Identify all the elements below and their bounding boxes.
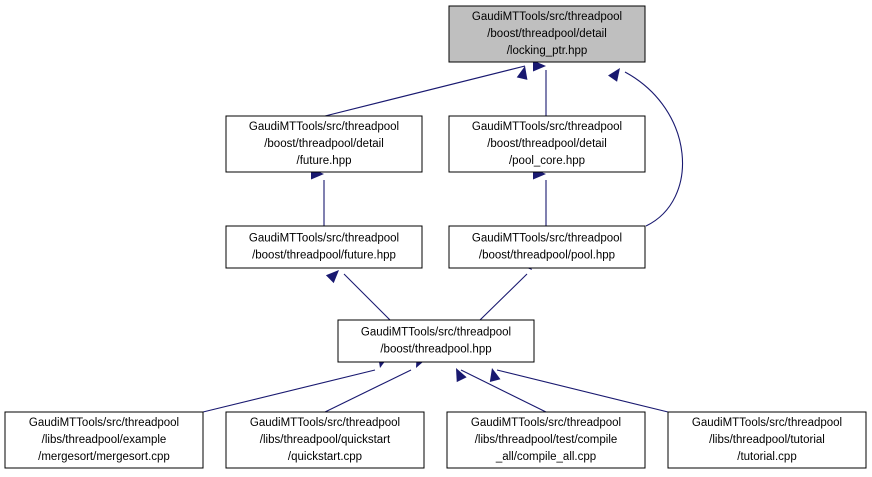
node-label-line: /boost/threadpool/detail [487, 138, 607, 150]
dependency-edge [533, 60, 547, 116]
graph-node-tutorial[interactable]: GaudiMTTools/src/threadpool/libs/threadp… [667, 411, 867, 469]
node-label-line: /boost/threadpool/future.hpp [252, 250, 396, 262]
node-label-line: /boost/threadpool/detail [487, 28, 607, 40]
graph-node-mergesort[interactable]: GaudiMTTools/src/threadpool/libs/threadp… [4, 411, 204, 469]
node-box[interactable] [225, 225, 423, 269]
dependency-edge [202, 354, 389, 413]
node-label-line: /libs/threadpool/quickstart [260, 434, 391, 446]
dependency-edge [533, 168, 547, 226]
arrow-head-icon [533, 60, 546, 72]
arrow-head-icon [489, 368, 501, 382]
node-label-line: /tutorial.cpp [737, 451, 796, 463]
node-label-line: GaudiMTTools/src/threadpool [472, 233, 622, 245]
node-label-line: /libs/threadpool/test/compile [475, 434, 618, 446]
arrow-head-icon [456, 368, 467, 383]
graph-node-quickstart[interactable]: GaudiMTTools/src/threadpool/libs/threadp… [225, 411, 425, 469]
arrow-head-icon [325, 270, 339, 284]
node-label-line: /boost/threadpool.hpp [380, 344, 491, 356]
node-label-line: GaudiMTTools/src/threadpool [249, 233, 399, 245]
graph-node-pool[interactable]: GaudiMTTools/src/threadpool/boost/thread… [448, 225, 646, 269]
node-label-line: /libs/threadpool/tutorial [709, 434, 825, 446]
node-label-line: /pool_core.hpp [509, 155, 585, 167]
node-label-line: /locking_ptr.hpp [507, 45, 588, 57]
node-box[interactable] [446, 411, 646, 469]
node-label-line: GaudiMTTools/src/threadpool [472, 11, 622, 23]
node-label-line: GaudiMTTools/src/threadpool [29, 417, 179, 429]
dependency-edge [608, 68, 684, 227]
node-label-line: GaudiMTTools/src/threadpool [472, 121, 622, 133]
node-box[interactable] [448, 115, 646, 173]
node-box[interactable] [4, 411, 204, 469]
node-label-line: _all/compile_all.cpp [495, 451, 596, 463]
node-label-line: GaudiMTTools/src/threadpool [471, 417, 621, 429]
dependency-edge [456, 368, 547, 413]
node-label-line: GaudiMTTools/src/threadpool [249, 121, 399, 133]
graph-node-future[interactable]: GaudiMTTools/src/threadpool/boost/thread… [225, 225, 423, 269]
arrow-head-icon [516, 66, 528, 80]
node-label-line: /boost/threadpool/pool.hpp [479, 250, 615, 262]
node-label-line: GaudiMTTools/src/threadpool [361, 327, 511, 339]
graph-node-pool_core[interactable]: GaudiMTTools/src/threadpool/boost/thread… [448, 115, 646, 173]
node-box[interactable] [225, 115, 423, 173]
node-label-line: /libs/threadpool/example [42, 434, 167, 446]
node-label-line: /future.hpp [297, 155, 352, 167]
arrow-head-icon [608, 68, 620, 82]
node-box[interactable] [448, 225, 646, 269]
graph-node-compile_all[interactable]: GaudiMTTools/src/threadpool/libs/threadp… [446, 411, 646, 469]
node-label-line: GaudiMTTools/src/threadpool [250, 417, 400, 429]
node-box[interactable] [225, 411, 425, 469]
node-label-line: /mergesort/mergesort.cpp [38, 451, 170, 463]
node-label-line: GaudiMTTools/src/threadpool [692, 417, 842, 429]
dependency-edge [324, 353, 427, 413]
node-box[interactable] [667, 411, 867, 469]
dependency-edge [489, 368, 669, 413]
nodes-layer: GaudiMTTools/src/threadpool/boost/thread… [4, 5, 867, 469]
graph-node-threadpool[interactable]: GaudiMTTools/src/threadpool/boost/thread… [337, 319, 535, 363]
dependency-edge [325, 270, 391, 321]
node-label-line: /quickstart.cpp [288, 451, 362, 463]
dependency-edge [324, 65, 528, 117]
graph-node-detail_future[interactable]: GaudiMTTools/src/threadpool/boost/thread… [225, 115, 423, 173]
node-box[interactable] [448, 5, 646, 63]
dependency-edge [311, 168, 325, 226]
node-box[interactable] [337, 319, 535, 363]
node-label-line: /boost/threadpool/detail [264, 138, 384, 150]
graph-node-locking_ptr[interactable]: GaudiMTTools/src/threadpool/boost/thread… [448, 5, 646, 63]
